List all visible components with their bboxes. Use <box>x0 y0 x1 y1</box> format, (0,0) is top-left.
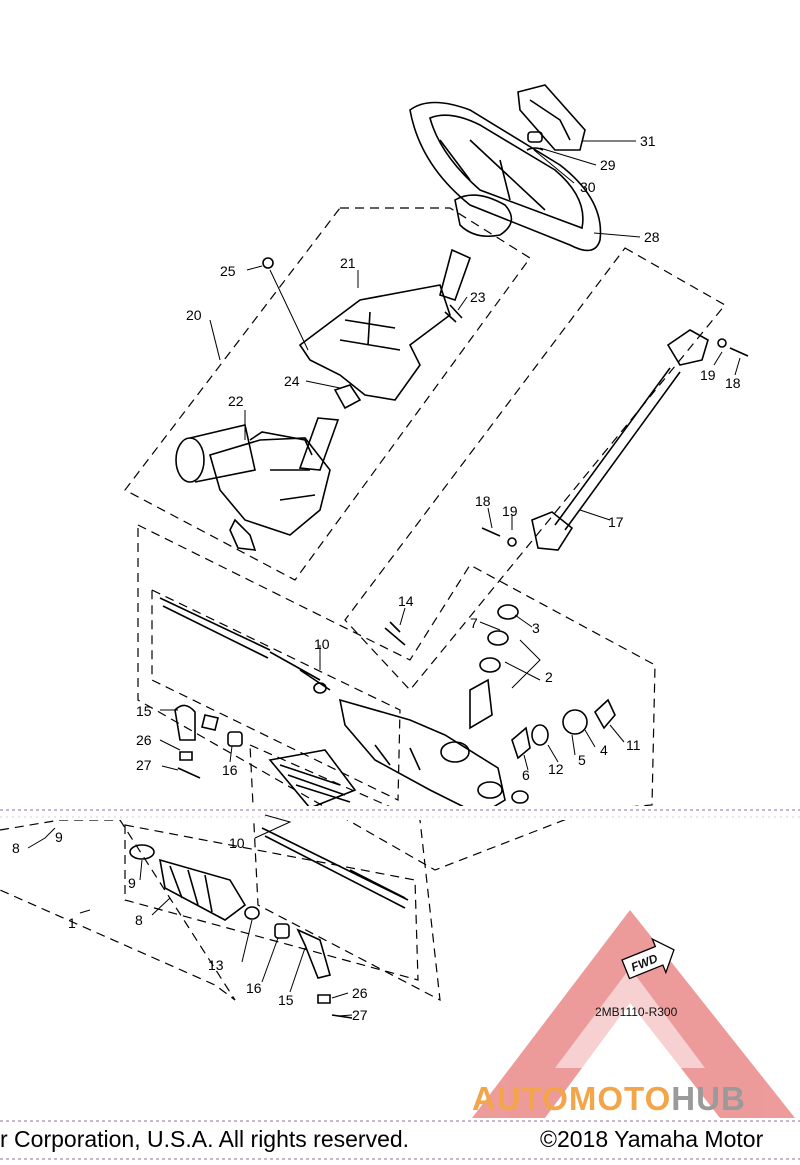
callout-22: 22 <box>228 393 244 409</box>
callout-8-lower: 8 <box>135 912 143 928</box>
nut-30 <box>526 131 544 151</box>
callout-6: 6 <box>522 767 530 783</box>
callout-26-lower: 26 <box>352 985 368 1001</box>
watermark-inner <box>555 968 705 1068</box>
callout-16-upper: 16 <box>222 762 238 778</box>
callout-18-lower: 18 <box>475 493 491 509</box>
callout-20: 20 <box>186 307 202 323</box>
callout-8-left: 8 <box>12 840 20 856</box>
callout-2: 2 <box>545 669 553 685</box>
callout-29: 29 <box>600 157 616 173</box>
callout-31: 31 <box>640 133 656 149</box>
shaft-assembly-outline <box>344 247 726 691</box>
watermark-logo: FWD 2MB1110-R300 <box>472 910 795 1118</box>
callout-10-lower: 10 <box>229 835 245 851</box>
steering-column <box>298 248 472 471</box>
callout-21: 21 <box>340 255 356 271</box>
callout-30: 30 <box>580 179 596 195</box>
callout-23: 23 <box>470 289 486 305</box>
leader-lines <box>27 140 741 1017</box>
copyright-left: r Corporation, U.S.A. All rights reserve… <box>0 1126 410 1152</box>
callout-19-lower: 19 <box>502 503 518 519</box>
callout-9-lower: 9 <box>128 875 136 891</box>
reference-code: 2MB1110-R300 <box>595 1005 678 1019</box>
callout-18-upper: 18 <box>725 375 741 391</box>
tie-rod-left-outline <box>151 589 401 801</box>
callout-11: 11 <box>626 737 641 753</box>
fwd-arrow-icon: FWD <box>621 937 675 980</box>
callout-27-lower: 27 <box>352 1007 368 1023</box>
callout-4: 4 <box>600 742 608 758</box>
callout-1: 1 <box>68 915 76 931</box>
callout-28: 28 <box>644 229 660 245</box>
watermark-word-a: AUTOMOTO <box>472 1080 672 1117</box>
upper-tie-rod <box>159 597 331 694</box>
callout-14: 14 <box>398 593 414 609</box>
callout-labels: 31 29 30 28 25 21 23 20 24 22 19 18 18 1… <box>12 133 741 1023</box>
lower-rack <box>261 827 409 909</box>
callout-9-left: 9 <box>55 829 63 845</box>
eps-unit <box>175 424 331 551</box>
callout-24: 24 <box>284 373 300 389</box>
callout-5: 5 <box>578 752 586 768</box>
pinion-parts <box>469 604 519 730</box>
bolt-14 <box>384 621 406 646</box>
boot-upper <box>268 749 357 809</box>
lower-rack-outline <box>249 744 441 1002</box>
column-assembly-outline <box>124 207 531 581</box>
watermark-triangle <box>472 910 795 1118</box>
bottom-scan-line <box>0 1158 800 1160</box>
copyright-right: ©2018 Yamaha Motor <box>540 1126 764 1152</box>
callout-16-lower: 16 <box>246 980 262 996</box>
rack-housing <box>338 698 529 816</box>
callout-13: 13 <box>208 957 224 973</box>
watermark-word-b: HUB <box>671 1080 746 1117</box>
boot-assembly-outline <box>0 819 236 1001</box>
callout-19-upper: 19 <box>700 367 716 383</box>
callout-15-lower: 15 <box>278 992 294 1008</box>
callout-25: 25 <box>220 263 236 279</box>
callout-27-upper: 27 <box>136 757 152 773</box>
callout-10-upper: 10 <box>314 636 330 652</box>
scan-gap <box>0 806 800 820</box>
callout-17: 17 <box>608 514 624 530</box>
bolt-23 <box>444 304 463 323</box>
rack-assembly-outline <box>137 524 656 871</box>
callout-12: 12 <box>548 761 564 777</box>
bolt-25 <box>262 257 309 351</box>
callout-15-upper: 15 <box>136 703 152 719</box>
watermark-wordmark: AUTOMOTOHUB <box>472 1082 794 1116</box>
intermediate-shaft <box>481 329 749 551</box>
tie-rod-right-outline <box>124 824 419 981</box>
callout-3: 3 <box>532 620 540 636</box>
assembly-outlines <box>0 207 726 1002</box>
tie-rod-end-right <box>274 923 353 1019</box>
tie-rod-end-left <box>174 704 243 779</box>
copyright-footer: r Corporation, U.S.A. All rights reserve… <box>0 1122 800 1156</box>
footer-scan-line <box>0 1120 800 1122</box>
boot-lower <box>129 844 260 921</box>
yoke-parts <box>511 698 616 760</box>
steering-wheel <box>409 101 602 252</box>
callout-26-upper: 26 <box>136 732 152 748</box>
callout-7: 7 <box>470 615 478 631</box>
horn-cover <box>517 84 586 151</box>
